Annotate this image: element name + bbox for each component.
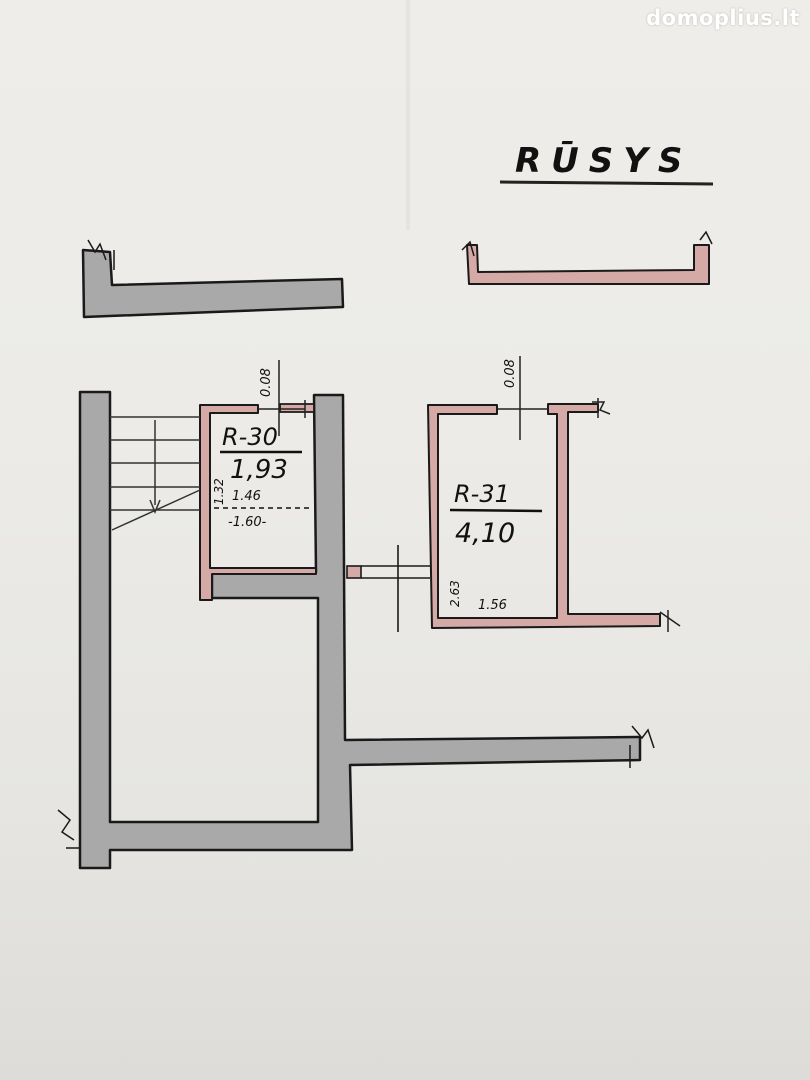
passage-connector [346,545,430,632]
watermark-logo: domoplius.lt [646,6,800,30]
partition-fragment-top-right [466,244,710,285]
plan-title: RŪSYS [515,140,692,181]
room-area-r31: 4,10 [455,518,515,549]
partition-room-r30-right [279,403,315,413]
break-mark-top-left [87,239,115,270]
room-dim-r30-length: -1.60- [228,515,267,530]
opening-mark-r30 [258,360,306,436]
break-mark-bottom-left [57,809,80,849]
wall-note-r31: 0.08 [503,359,518,388]
room-dim-r31-height: 2.63 [448,580,462,607]
opening-mark-r31 [497,356,681,632]
wall-main-left [78,390,642,870]
room-dim-r30-height: 1.32 [212,478,226,505]
wall-note-r30: 0.08 [259,368,274,397]
room-dim-r30-width: 1.46 [232,489,261,504]
room-label-r31: R-31 [454,480,510,508]
room-area-r30: 1,93 [230,455,288,485]
wall-fragment-top-left [81,248,345,319]
partition-room-r31 [427,403,661,629]
title-underline [499,180,714,186]
room-label-r30: R-30 [222,423,278,451]
break-mark-top-right [461,230,713,257]
partition-room-r30 [199,404,317,601]
stairs [110,416,201,531]
room-dim-r31-width: 1.56 [478,598,507,613]
room-label-underline-r31 [449,508,543,513]
paper-fold [405,0,411,230]
break-mark-right-wall [629,725,655,768]
